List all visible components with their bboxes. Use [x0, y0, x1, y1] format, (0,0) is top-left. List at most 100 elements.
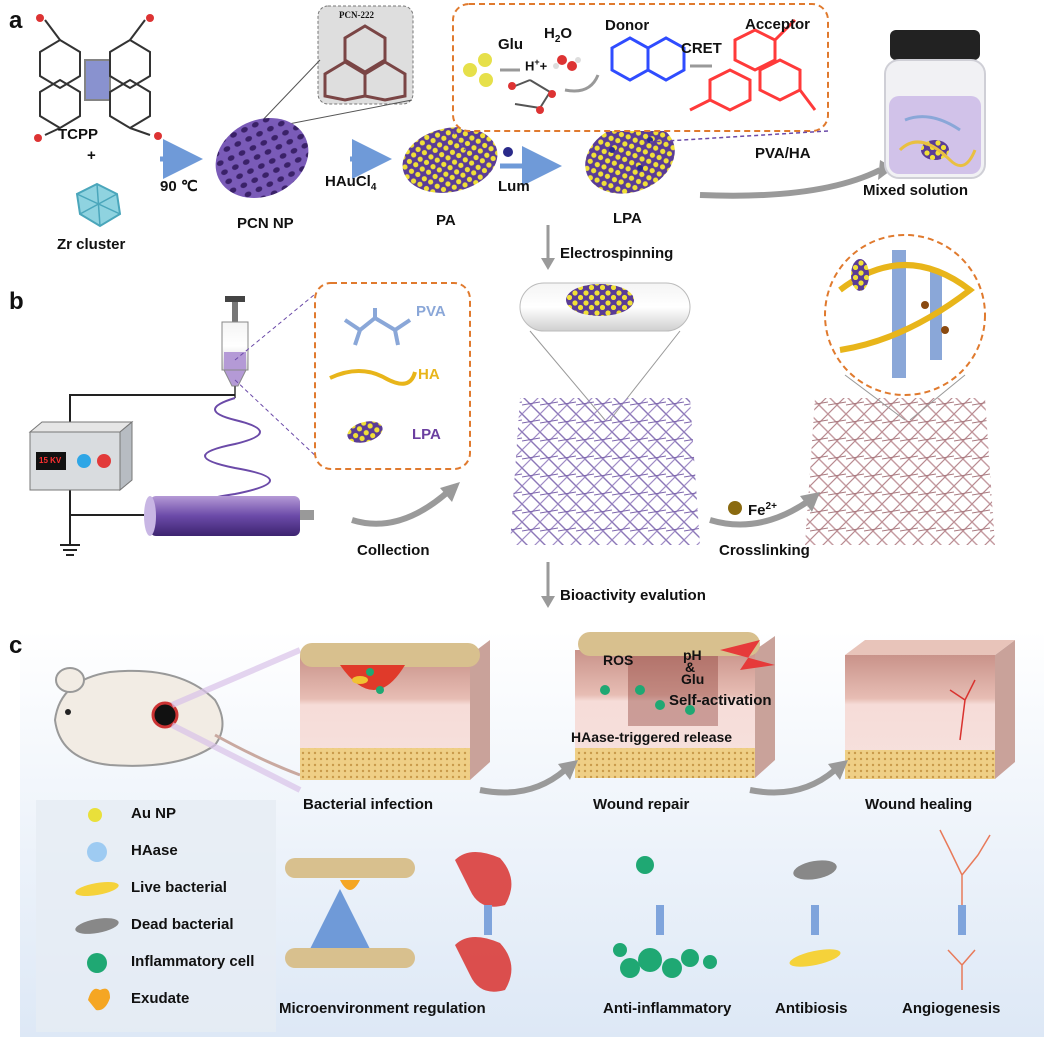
- inset-link-r: [909, 374, 966, 421]
- panel-label-c: c: [9, 632, 23, 659]
- legend-dead-bacterial: Dead bacterial: [131, 916, 234, 933]
- lpa-component-label: LPA: [412, 426, 441, 443]
- legend-dead-bacteria-icon: [75, 918, 119, 934]
- collection-arrow: [351, 487, 453, 527]
- pva-ha-label: PVA/HA: [755, 145, 811, 162]
- plus-sign: +: [87, 147, 96, 164]
- ground-symbol: [60, 544, 80, 556]
- wound-repair-label: Wound repair: [593, 796, 690, 813]
- effect-angiogenesis: Angiogenesis: [902, 1000, 1001, 1017]
- crosslinking-arrow: [709, 497, 812, 528]
- microenvironment-graphics: [285, 851, 512, 992]
- anti-inflammatory-graphics: [613, 856, 717, 978]
- pa-nanoparticle: [402, 127, 498, 193]
- pva-structure: [343, 308, 412, 346]
- voltage-readout: 15 KV: [39, 456, 62, 465]
- crosslink-structure: [838, 250, 975, 378]
- temperature-label: 90 ℃: [160, 178, 198, 195]
- pcn-nanoparticle: [215, 118, 309, 198]
- zoom-link-top: [234, 289, 321, 361]
- glu-label: Glu: [681, 671, 705, 687]
- skin-wound-repair: [575, 632, 775, 778]
- legend-exudate: Exudate: [131, 990, 190, 1007]
- crosslinked-fiber-mat: [805, 398, 995, 545]
- syringe: [221, 296, 249, 398]
- crosslinking-label: Crosslinking: [719, 542, 810, 559]
- self-activation-label: Self-activation: [669, 692, 772, 709]
- cret-inset: [452, 3, 829, 132]
- legend-haase-icon: [87, 842, 107, 862]
- legend-live-bacterial: Live bacterial: [131, 879, 227, 896]
- glucose-molecules: [463, 53, 556, 114]
- lpa-label: LPA: [613, 210, 642, 227]
- legend-inflammatory-cell: Inflammatory cell: [131, 953, 255, 970]
- h2o2-molecule: [553, 55, 600, 93]
- collection-label: Collection: [357, 542, 430, 559]
- inset-cret-label: CRET: [681, 40, 722, 57]
- mixed-solution-vial: [884, 30, 986, 179]
- legend-background: [36, 800, 276, 1032]
- legend-au-np-icon: [88, 808, 102, 822]
- pcn-np-label: PCN NP: [237, 215, 294, 232]
- zoom-beam-top: [170, 647, 302, 708]
- antibiosis-graphics: [789, 860, 841, 967]
- pva-label: PVA: [416, 303, 446, 320]
- legend-exudate-icon: [88, 988, 110, 1011]
- mixed-solution-label: Mixed solution: [863, 182, 968, 199]
- zoom-link-bottom: [234, 379, 321, 461]
- angiogenesis-graphics: [939, 829, 991, 990]
- pva-ha-arrow: [699, 167, 882, 199]
- legend-inflammatory-cell-icon: [87, 953, 107, 973]
- collector-roller: [144, 496, 314, 536]
- repair-arrow: [479, 767, 567, 796]
- blue-knob: [77, 454, 91, 468]
- tcpp-acceptor: [689, 18, 817, 112]
- ha-structure: [329, 369, 417, 386]
- skin-wound-healing: [845, 640, 1015, 779]
- pa-label: PA: [436, 212, 456, 229]
- legend-au-np: Au NP: [131, 805, 176, 822]
- voltage-display: [36, 452, 66, 470]
- lpa-icon: [347, 421, 383, 443]
- bacterial-infection-label: Bacterial infection: [303, 796, 434, 813]
- zoom-beam-bottom: [170, 722, 302, 793]
- inset-link-l: [844, 374, 906, 421]
- panel-label-a: a: [9, 7, 23, 34]
- inset-h2o2-label: H2O: [544, 25, 573, 45]
- skin-bacterial-infection: [300, 640, 490, 780]
- electrospinning-label: Electrospinning: [560, 245, 674, 262]
- lum-label: Lum: [498, 178, 530, 195]
- electrospinning-drum: [519, 282, 691, 332]
- inset-glu-label: Glu: [498, 36, 523, 53]
- red-knob: [97, 454, 111, 468]
- effect-anti-inflammatory: Anti-inflammatory: [603, 1000, 732, 1017]
- lum-molecule: [503, 147, 513, 157]
- wire-top: [69, 394, 235, 430]
- pcn-222-label: PCN-222: [339, 10, 374, 20]
- wound-site: [151, 701, 179, 729]
- legend-haase: HAase: [131, 842, 178, 859]
- zr-cluster-label: Zr cluster: [57, 236, 126, 253]
- effect-microenvironment: Microenvironment regulation: [279, 1000, 486, 1017]
- ros-label: ROS: [603, 652, 634, 668]
- inset-hplus-label: H++: [525, 57, 548, 74]
- carboxyl-groups: [34, 14, 162, 142]
- tcpp-label: TCPP: [58, 126, 99, 143]
- inset-link-right: [649, 130, 829, 143]
- luminol-donor: [610, 36, 686, 82]
- fiber-mat: [510, 398, 700, 545]
- ha-label: HA: [418, 366, 440, 383]
- haase-release-label: HAase-triggered release: [571, 729, 733, 745]
- fe-ion: [728, 501, 742, 515]
- zr-cluster: [75, 182, 122, 228]
- pcn-222-inset: [317, 5, 414, 105]
- panel-label-b: b: [9, 288, 24, 315]
- inset-donor-label: Donor: [605, 17, 650, 34]
- tcpp-molecule: [39, 19, 151, 136]
- amp-label: &: [685, 659, 696, 675]
- wound-healing-label: Wound healing: [865, 796, 973, 813]
- inset-link-left: [452, 130, 466, 151]
- power-supply: [28, 420, 134, 492]
